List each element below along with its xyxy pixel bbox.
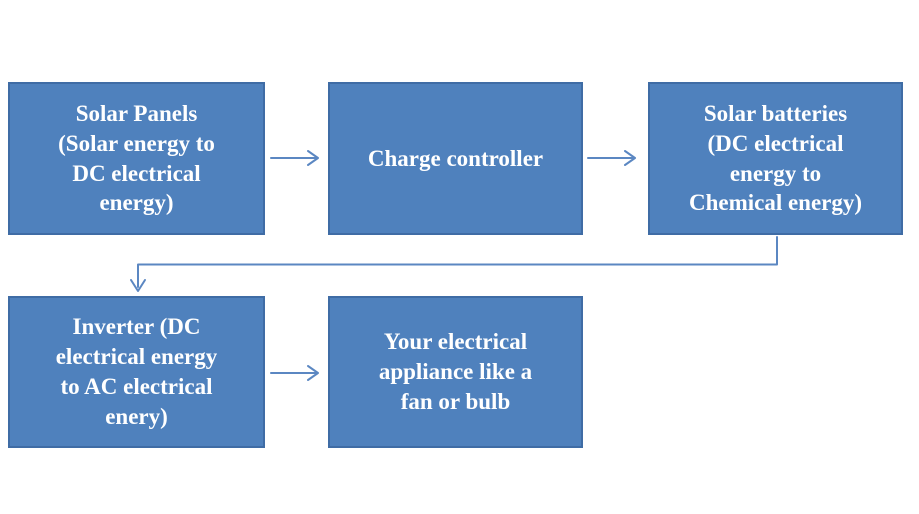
node-inverter-label: Inverter (DC electrical energy to AC ele… [55, 314, 218, 429]
arrow-controller-to-batteries [587, 150, 636, 166]
node-solar-batteries: Solar batteries (DC electrical energy to… [648, 82, 903, 235]
arrowhead-right-icon [307, 150, 319, 166]
node-appliance: Your electrical appliance like a fan or … [328, 296, 583, 448]
arrowhead-right-icon [307, 365, 319, 381]
node-solar-panels-label: Solar Panels (Solar energy to DC electri… [58, 100, 215, 216]
node-charge-controller-label: Charge controller [367, 145, 544, 171]
node-solar-batteries-label: Solar batteries (DC electrical energy to… [688, 100, 863, 216]
arrow-inverter-to-appliance [270, 365, 319, 381]
arrowhead-down-icon [130, 279, 146, 292]
arrow-panels-to-controller [270, 150, 319, 166]
node-inverter: Inverter (DC electrical energy to AC ele… [8, 296, 265, 448]
node-solar-panels: Solar Panels (Solar energy to DC electri… [8, 82, 265, 235]
arrowhead-right-icon [624, 150, 636, 166]
node-appliance-label: Your electrical appliance like a fan or … [378, 329, 533, 414]
node-charge-controller: Charge controller [328, 82, 583, 235]
arrow-batteries-to-inverter [130, 236, 778, 292]
